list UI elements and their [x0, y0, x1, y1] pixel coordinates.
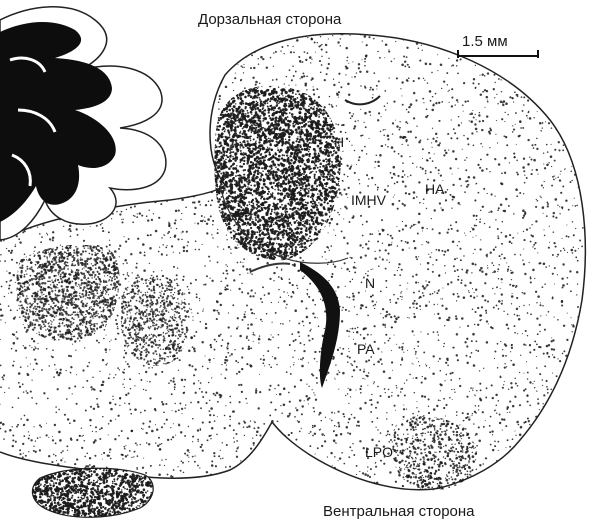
- middle-dense-stipple: [114, 267, 196, 371]
- region-label-pa: PA: [357, 342, 375, 356]
- region-label-h: H: [334, 135, 344, 149]
- dorsal-caption: Дорзальная сторона: [198, 12, 341, 27]
- region-label-n: N: [365, 276, 375, 290]
- dorsal-sulcus: [345, 96, 380, 104]
- cerebellum-folia: [0, 7, 166, 240]
- ventral-caption: Вентральная сторона: [323, 504, 475, 519]
- scale-bar: [458, 50, 538, 58]
- region-label-lpo: LPO: [365, 445, 393, 459]
- scale-bar-label: 1.5 мм: [462, 34, 508, 49]
- lateral-ventricle: [300, 262, 340, 388]
- region-label-imhv: IMHV: [351, 193, 386, 207]
- region-label-ha: HA: [425, 182, 444, 196]
- ventricle-cap: [250, 263, 290, 272]
